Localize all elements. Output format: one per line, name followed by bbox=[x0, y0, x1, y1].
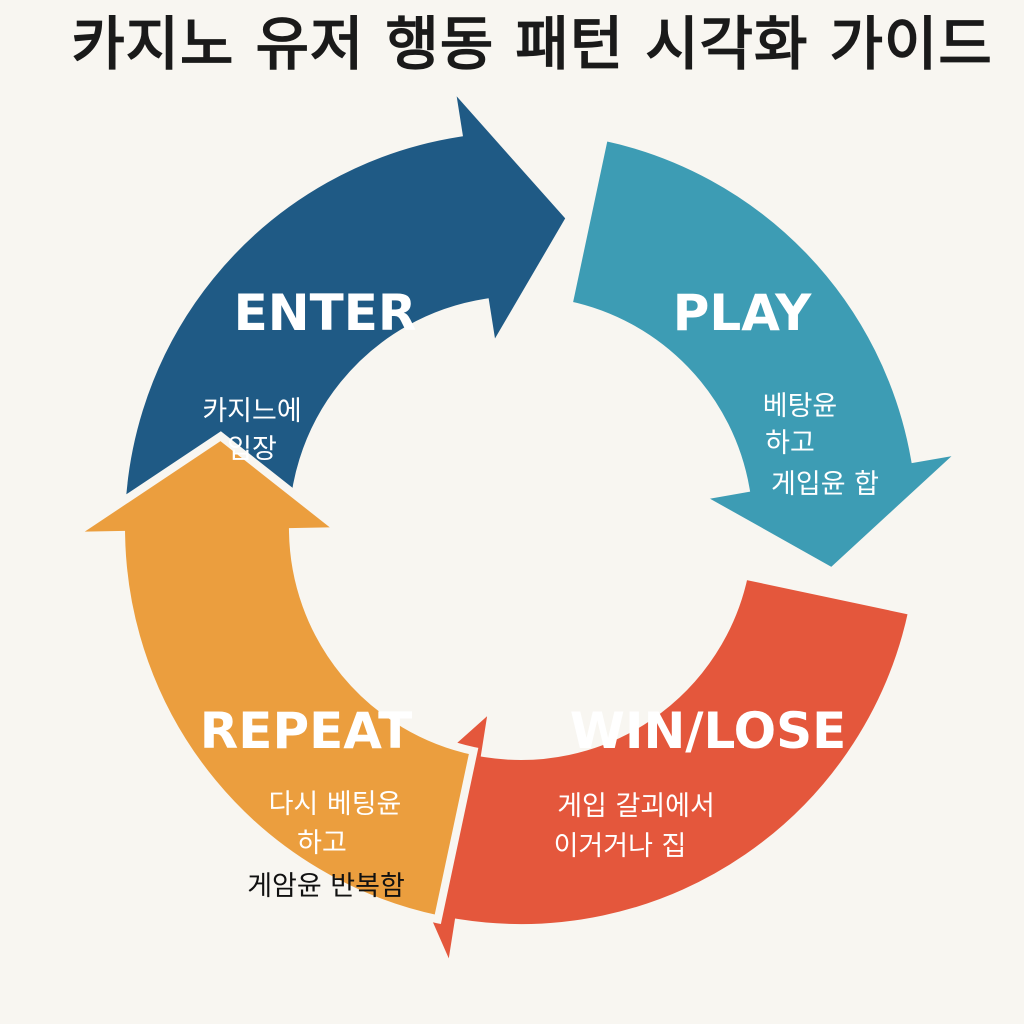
enter-arrow bbox=[116, 70, 576, 554]
repeat-title: REPEAT bbox=[200, 702, 412, 760]
win-lose-title: WIN/LOSE bbox=[570, 702, 847, 760]
repeat-desc-line-1: 다시 베팅윤 bbox=[269, 789, 402, 820]
page-title: 카지노 유저 행동 패턴 시각화 가이드 bbox=[71, 10, 993, 78]
play-desc-line-1: 베탕윤 bbox=[763, 391, 838, 422]
enter-title: ENTER bbox=[234, 284, 417, 342]
repeat-arrow bbox=[57, 431, 479, 925]
play-title: PLAY bbox=[673, 284, 812, 342]
enter-desc-line-1: 카지느에 bbox=[202, 396, 301, 427]
win-lose-desc-line-1: 게입 갈괴에서 bbox=[557, 791, 715, 822]
play-arrow bbox=[563, 131, 977, 577]
win-lose-desc-line-2: 이거거나 집 bbox=[554, 831, 687, 862]
play-desc-line-3: 게입윤 합 bbox=[771, 469, 879, 500]
win-lose-arrow bbox=[373, 570, 918, 987]
repeat-desc-line-2: 하고 bbox=[297, 828, 347, 859]
play-desc-line-2: 하고 bbox=[765, 428, 815, 459]
enter-desc-line-2: 입장 bbox=[227, 434, 277, 465]
repeat-desc-line-3: 게암윤 반복함 bbox=[247, 871, 405, 902]
